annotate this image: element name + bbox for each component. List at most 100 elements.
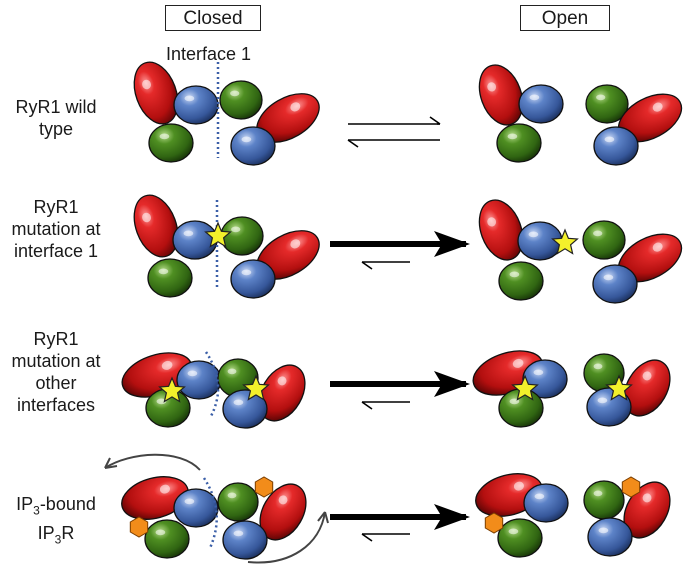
mutation-star-icon <box>204 221 232 248</box>
highlight <box>142 79 151 90</box>
highlight <box>528 231 539 238</box>
blue-subunit <box>593 126 639 166</box>
interface-dotted-line <box>204 351 220 419</box>
blue-subunit <box>523 483 569 523</box>
highlight <box>652 242 663 252</box>
blue-subunit <box>222 520 268 560</box>
highlight <box>161 360 173 370</box>
highlight <box>230 90 240 97</box>
mutation-star-icon <box>605 374 633 401</box>
highlight <box>597 397 608 404</box>
ip3-hexagon-icon <box>484 512 504 534</box>
reverse-arrow-head <box>361 261 373 270</box>
highlight <box>227 492 237 499</box>
highlight <box>233 399 244 406</box>
highlight <box>227 368 237 375</box>
highlight <box>277 376 287 386</box>
highlight <box>533 369 544 376</box>
green-subunit <box>583 480 625 520</box>
row-label-ip3-bound: IP3-bound IP3R <box>0 493 112 550</box>
blue-subunit <box>518 84 564 124</box>
green-subunit <box>582 220 626 260</box>
highlight <box>155 529 166 536</box>
green-subunit <box>496 123 542 163</box>
row-label-line: RyR1 <box>33 197 79 217</box>
red-subunit <box>259 483 307 541</box>
closed-header: Closed <box>165 5 261 31</box>
highlight <box>231 226 241 233</box>
highlight <box>596 94 606 101</box>
highlight <box>513 481 524 491</box>
row-label-mutation-interface-1: RyR1 mutation at interface 1 <box>0 196 112 262</box>
highlight <box>290 239 301 249</box>
red-subunit <box>133 194 179 258</box>
mutation-star-icon <box>158 376 186 403</box>
rotation-arrow <box>247 511 326 564</box>
red-subunit <box>258 364 306 422</box>
rotation-arrow <box>104 453 201 471</box>
rotation-arrow-head <box>317 511 329 524</box>
highlight <box>529 94 540 101</box>
highlight <box>158 268 169 275</box>
blue-subunit <box>173 85 219 125</box>
green-subunit <box>219 80 263 120</box>
green-subunit <box>585 84 629 124</box>
reverse-arrow-head <box>361 533 373 542</box>
highlight <box>603 274 614 281</box>
highlight <box>241 269 252 276</box>
row-label-line: mutation at <box>11 219 101 239</box>
highlight <box>604 136 615 143</box>
blue-subunit <box>172 220 218 260</box>
mutation-star-icon <box>242 374 270 401</box>
mutation-star-icon <box>551 228 579 255</box>
row-label-line: type <box>38 119 74 139</box>
red-subunit <box>121 476 189 520</box>
ip3-hexagon-icon <box>621 476 641 498</box>
open-header: Open <box>520 5 610 31</box>
green-subunit <box>497 518 543 558</box>
row-label-line: RyR1 <box>33 329 79 349</box>
green-subunit <box>220 216 264 256</box>
blue-subunit <box>586 387 632 427</box>
highlight <box>156 398 167 405</box>
red-subunit <box>623 359 671 417</box>
highlight <box>183 230 194 237</box>
highlight <box>487 217 497 227</box>
forward-arrow-head <box>429 116 441 125</box>
highlight <box>187 370 198 377</box>
highlight <box>534 493 545 500</box>
highlight <box>509 271 520 278</box>
arrow-head <box>434 371 470 397</box>
ip3-hexagon-icon <box>129 516 149 538</box>
blue-subunit <box>587 517 633 557</box>
green-subunit <box>217 482 259 522</box>
highlight <box>512 358 524 368</box>
reverse-arrow-head <box>347 139 359 148</box>
row-label-wild-type: RyR1 wild type <box>0 96 112 140</box>
row-label-line: IP3R <box>37 522 75 547</box>
row-label-line: other <box>35 373 77 393</box>
interface-dotted-line <box>202 477 218 549</box>
highlight <box>487 82 497 92</box>
blue-subunit <box>230 126 276 166</box>
highlight <box>642 493 652 503</box>
green-subunit <box>498 261 544 301</box>
ip3-hexagon-icon <box>254 476 274 498</box>
row-label-line: interface 1 <box>13 241 99 261</box>
blue-subunit <box>230 259 276 299</box>
highlight <box>598 527 609 534</box>
highlight <box>642 371 652 381</box>
highlight <box>159 484 170 494</box>
highlight <box>159 133 170 140</box>
highlight <box>142 212 151 223</box>
highlight <box>290 102 301 112</box>
blue-subunit <box>592 264 638 304</box>
row-label-line: IP3-bound <box>16 494 96 518</box>
green-subunit <box>147 258 193 298</box>
highlight <box>508 528 519 535</box>
highlight <box>184 498 195 505</box>
highlight <box>278 495 288 505</box>
blue-subunit <box>222 389 268 429</box>
red-subunit <box>478 64 524 126</box>
